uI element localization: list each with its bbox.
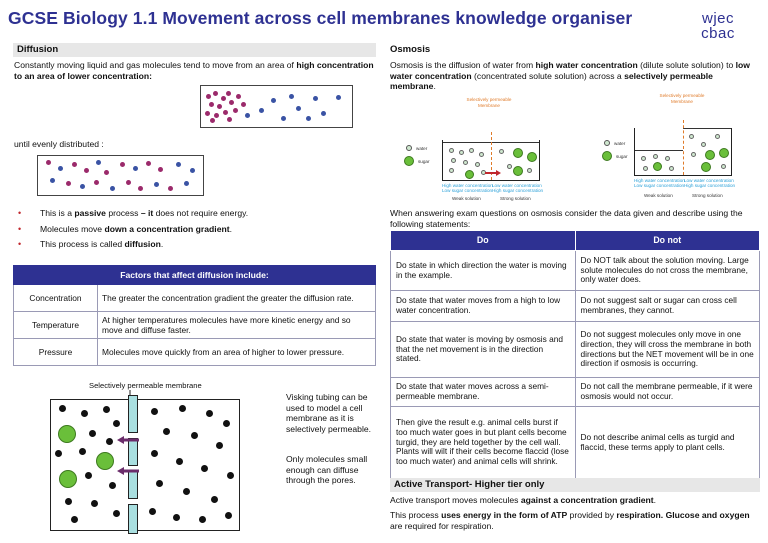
visking-text: Visking tubing can be used to model a ce… (286, 392, 372, 435)
osmosis-definition: Osmosis is the diffusion of water from h… (390, 60, 750, 92)
factor-name: Temperature (13, 311, 98, 339)
diffusion-intro: Constantly moving liquid and gas molecul… (14, 60, 374, 81)
do-donot-table: Do Do not Do state in which direction th… (390, 230, 760, 479)
table-row: Then give the result e.g. animal cells b… (390, 406, 760, 479)
donot-cell: Do NOT talk about the solution moving. L… (574, 250, 760, 291)
osmosis-heading: Osmosis (390, 43, 760, 57)
factor-name: Pressure (13, 338, 98, 366)
diffusion-after-diagram (37, 155, 204, 196)
table-row: Concentration The greater the concentrat… (13, 284, 376, 312)
membrane-segment (128, 471, 138, 499)
table-row: Do state that water moves from a high to… (390, 290, 760, 322)
membrane-segment (128, 504, 138, 534)
active-transport-para-1: Active transport moves molecules against… (390, 495, 657, 505)
donot-cell: Do not suggest salt or sugar can cross c… (574, 290, 760, 322)
factors-header: Factors that affect diffusion include: (13, 265, 376, 285)
factors-table: Factors that affect diffusion include: C… (13, 265, 376, 366)
active-transport-para-2: This process uses energy in the form of … (390, 510, 750, 531)
do-cell: Do state in which direction the water is… (390, 250, 576, 291)
factor-name: Concentration (13, 284, 98, 312)
table-row: Pressure Molecules move quickly from an … (13, 338, 376, 366)
osmosis-diagram-before: Selectively permeable Membrane water sug… (392, 95, 562, 205)
pores-text: Only molecules small enough can diffuse … (286, 454, 368, 486)
large-molecule (58, 425, 76, 443)
osmosis-diagram-after: Selectively permeable Membrane water sug… (592, 90, 762, 205)
bullet-gradient: Molecules move down a concentration grad… (14, 224, 374, 235)
do-header: Do (390, 230, 576, 251)
active-transport-heading: Active Transport- Higher tier only (390, 478, 760, 492)
until-distributed-text: until evenly distributed : (14, 139, 104, 149)
donot-cell: Do not call the membrane permeable, if i… (574, 377, 760, 407)
factor-desc: The greater the concentration gradient t… (97, 284, 376, 312)
exam-advice-text: When answering exam questions on osmosis… (390, 208, 743, 229)
membrane-label: Selectively permeable membrane (89, 381, 202, 390)
diffusion-bullets: This is a passive process – it does not … (14, 208, 374, 255)
bullet-called-diffusion: This process is called diffusion. (14, 239, 374, 250)
do-cell: Do state that water moves from a high to… (390, 290, 576, 322)
table-row: Do state in which direction the water is… (390, 250, 760, 291)
do-cell: Do state that water is moving by osmosis… (390, 321, 576, 378)
page-title: GCSE Biology 1.1 Movement across cell me… (8, 8, 633, 28)
bullet-passive: This is a passive process – it does not … (14, 208, 374, 219)
large-molecule (96, 452, 114, 470)
diffusion-before-diagram (200, 85, 353, 128)
wjec-logo: wjec cbac (701, 10, 735, 42)
visking-tubing-diagram (50, 395, 240, 534)
table-row: Temperature At higher temperatures molec… (13, 311, 376, 339)
table-row: Do state that water moves across a semi-… (390, 377, 760, 407)
donot-cell: Do not describe animal cells as turgid a… (574, 406, 760, 479)
table-row: Do state that water is moving by osmosis… (390, 321, 760, 378)
do-cell: Do state that water moves across a semi-… (390, 377, 576, 407)
left-arrow-icon (117, 467, 139, 475)
membrane-segment (128, 395, 138, 433)
right-arrow-icon (485, 170, 501, 176)
factor-desc: Molecules move quickly from an area of h… (97, 338, 376, 366)
left-arrow-icon (117, 436, 139, 444)
large-molecule (59, 470, 77, 488)
do-cell: Then give the result e.g. animal cells b… (390, 406, 576, 479)
factor-desc: At higher temperatures molecules have mo… (97, 311, 376, 339)
donot-header: Do not (574, 230, 760, 251)
donot-cell: Do not suggest molecules only move in on… (574, 321, 760, 378)
diffusion-heading: Diffusion (13, 43, 376, 57)
